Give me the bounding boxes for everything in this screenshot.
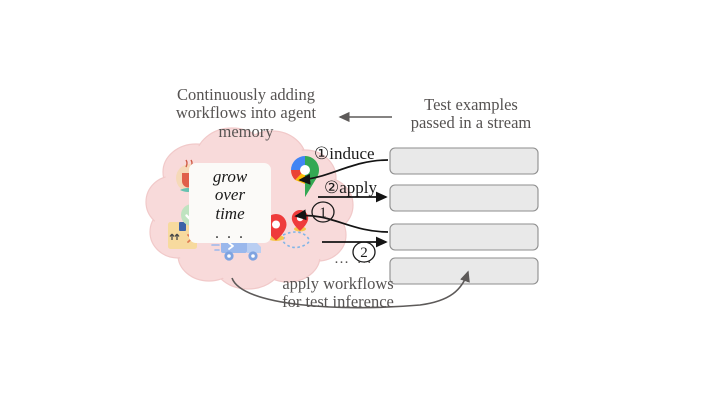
arrow-induce-2 — [294, 209, 389, 233]
step-label-apply: ②apply — [324, 178, 378, 197]
svg-text:2: 2 — [360, 245, 368, 261]
circled-number-induce-2: 1 — [311, 201, 335, 223]
test-example-boxes — [389, 147, 539, 285]
test-example-box-1[interactable] — [389, 147, 539, 175]
svg-text:1: 1 — [319, 205, 327, 221]
dotted-route-icon — [282, 231, 310, 249]
caption-test-inference: apply workflows for test inference — [282, 274, 394, 312]
caption-test-stream: Test examples passed in a stream — [410, 95, 532, 133]
grow-over-time-dots: . . . — [215, 225, 245, 242]
arrow-apply-for-inference — [231, 270, 470, 309]
stream-ellipsis: … … — [334, 251, 374, 267]
step-label-induce: ①induce — [314, 144, 375, 163]
caption-memory-growth: Continuously adding workflows into agent… — [175, 85, 317, 141]
arrow-induce-1 — [298, 159, 389, 185]
grow-over-time-label: grow over time — [212, 167, 248, 223]
circled-number-apply-2: 2 — [352, 241, 376, 263]
test-example-box-3[interactable] — [389, 223, 539, 251]
test-example-box-2[interactable] — [389, 184, 539, 212]
grow-over-time-card — [189, 163, 271, 243]
